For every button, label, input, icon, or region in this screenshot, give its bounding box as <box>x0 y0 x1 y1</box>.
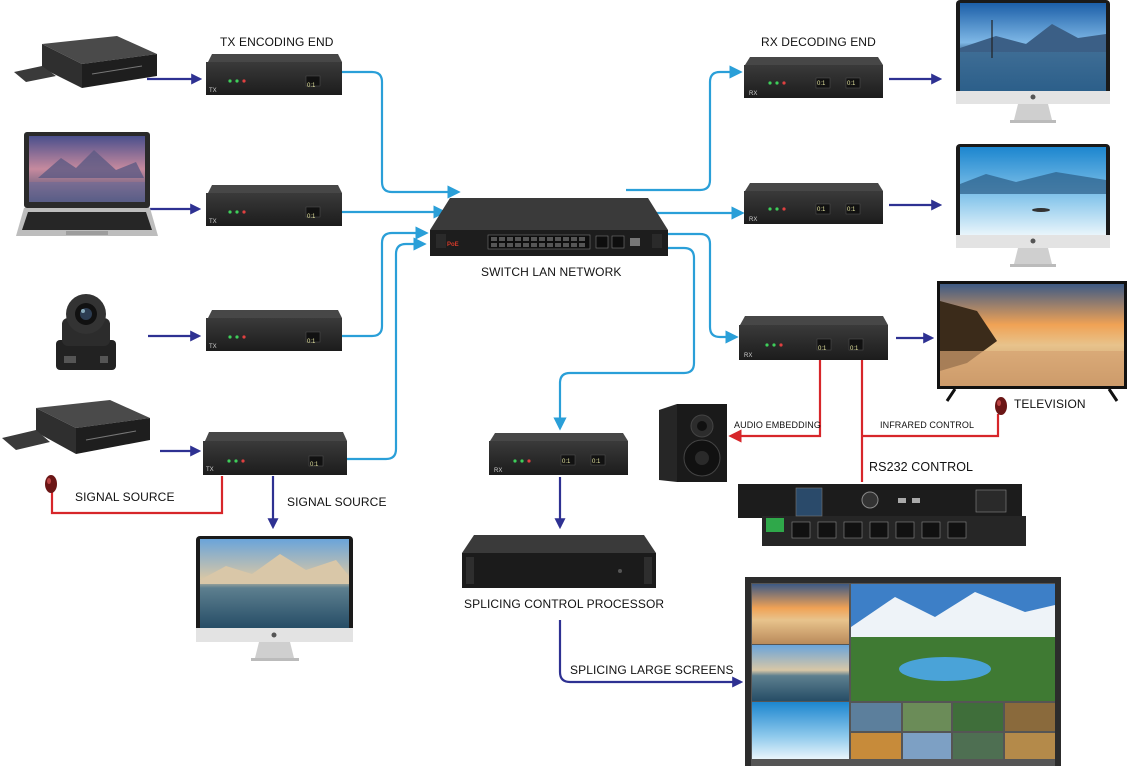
tx-encoder-4 <box>203 432 347 475</box>
infrared-control-label: INFRARED CONTROL <box>880 420 975 430</box>
ptz-camera-icon <box>56 294 116 370</box>
display-digits: 0:1 <box>818 346 827 352</box>
power-sequencer-icon <box>738 484 1026 546</box>
rx-tag: RX <box>744 353 752 359</box>
tx-tag: TX <box>209 88 217 94</box>
rx-decoder-3 <box>739 316 888 360</box>
tx-tag: TX <box>209 219 217 225</box>
signal-arrows <box>147 73 943 688</box>
display-digits: 0:1 <box>310 462 319 468</box>
laptop-icon <box>16 132 158 236</box>
display-digits: 0:1 <box>562 459 571 465</box>
splicing-processor <box>462 535 656 588</box>
tx-encoder-3 <box>206 310 342 351</box>
display-digits: 0:1 <box>847 81 856 87</box>
rx-decoding-end-label: RX DECODING END <box>761 35 876 49</box>
monitor-icon <box>956 0 1110 123</box>
signal-source-left-label: SIGNAL SOURCE <box>75 490 175 504</box>
link-switch-rx4 <box>553 246 696 431</box>
rx-decoder-2 <box>744 183 883 224</box>
video-wall-icon <box>745 577 1061 766</box>
rx-tag: RX <box>494 468 502 474</box>
display-digits: 0:1 <box>307 214 316 220</box>
splicing-large-screens-label: SPLICING LARGE SCREENS <box>570 663 734 677</box>
control-lines <box>50 360 1000 515</box>
display-digits: 0:1 <box>592 459 601 465</box>
audio-embedding-label: AUDIO EMBEDDING <box>734 420 822 430</box>
rx-tag: RX <box>749 91 757 97</box>
link-tx4-switch <box>347 237 427 461</box>
display-digits: 0:1 <box>307 83 316 89</box>
rx-decoder-1 <box>744 57 883 98</box>
line-infrared <box>862 414 1000 438</box>
speaker-icon <box>659 404 727 482</box>
switch-poe-tag: PoE <box>447 242 459 248</box>
tx-tag: TX <box>206 467 214 473</box>
television-label: TELEVISION <box>1014 397 1086 411</box>
line-audio-embedding <box>728 360 822 443</box>
monitor-icon <box>956 144 1110 267</box>
monitor-icon <box>196 536 353 661</box>
dvd-player-icon <box>2 400 150 454</box>
arrow-processor-wall <box>558 620 744 688</box>
device-tags: TX TX TX TX RX RX RX RX PoE 0:1 0:1 0:1 … <box>206 81 859 474</box>
ir-sensor-icon <box>45 475 57 493</box>
display-digits: 0:1 <box>307 339 316 345</box>
display-digits: 0:1 <box>817 207 826 213</box>
display-digits: 0:1 <box>850 346 859 352</box>
tx-encoder-1 <box>206 54 342 95</box>
link-tx3-switch <box>342 226 429 338</box>
rs232-control-label: RS232 CONTROL <box>869 460 974 474</box>
network-links <box>342 65 745 461</box>
television-icon <box>937 281 1127 402</box>
switch-lan-network-label: SWITCH LAN NETWORK <box>481 265 622 279</box>
rx-tag: RX <box>749 217 757 223</box>
splicing-control-processor-label: SPLICING CONTROL PROCESSOR <box>464 597 665 611</box>
tx-tag: TX <box>209 344 217 350</box>
tx-encoding-end-label: TX ENCODING END <box>220 35 334 49</box>
display-digits: 0:1 <box>817 81 826 87</box>
display-digits: 0:1 <box>847 207 856 213</box>
dvd-player-icon <box>14 36 157 88</box>
lan-switch <box>430 198 668 256</box>
rx-decoder-4 <box>489 433 628 475</box>
tx-encoder-2 <box>206 185 342 226</box>
line-ir-tx4 <box>50 476 224 515</box>
signal-source-right-label: SIGNAL SOURCE <box>287 495 387 509</box>
link-switch-rx3 <box>668 232 739 344</box>
link-tx1-switch <box>342 70 461 199</box>
link-switch-rx1 <box>626 65 743 192</box>
ir-sensor-icon <box>995 397 1007 415</box>
